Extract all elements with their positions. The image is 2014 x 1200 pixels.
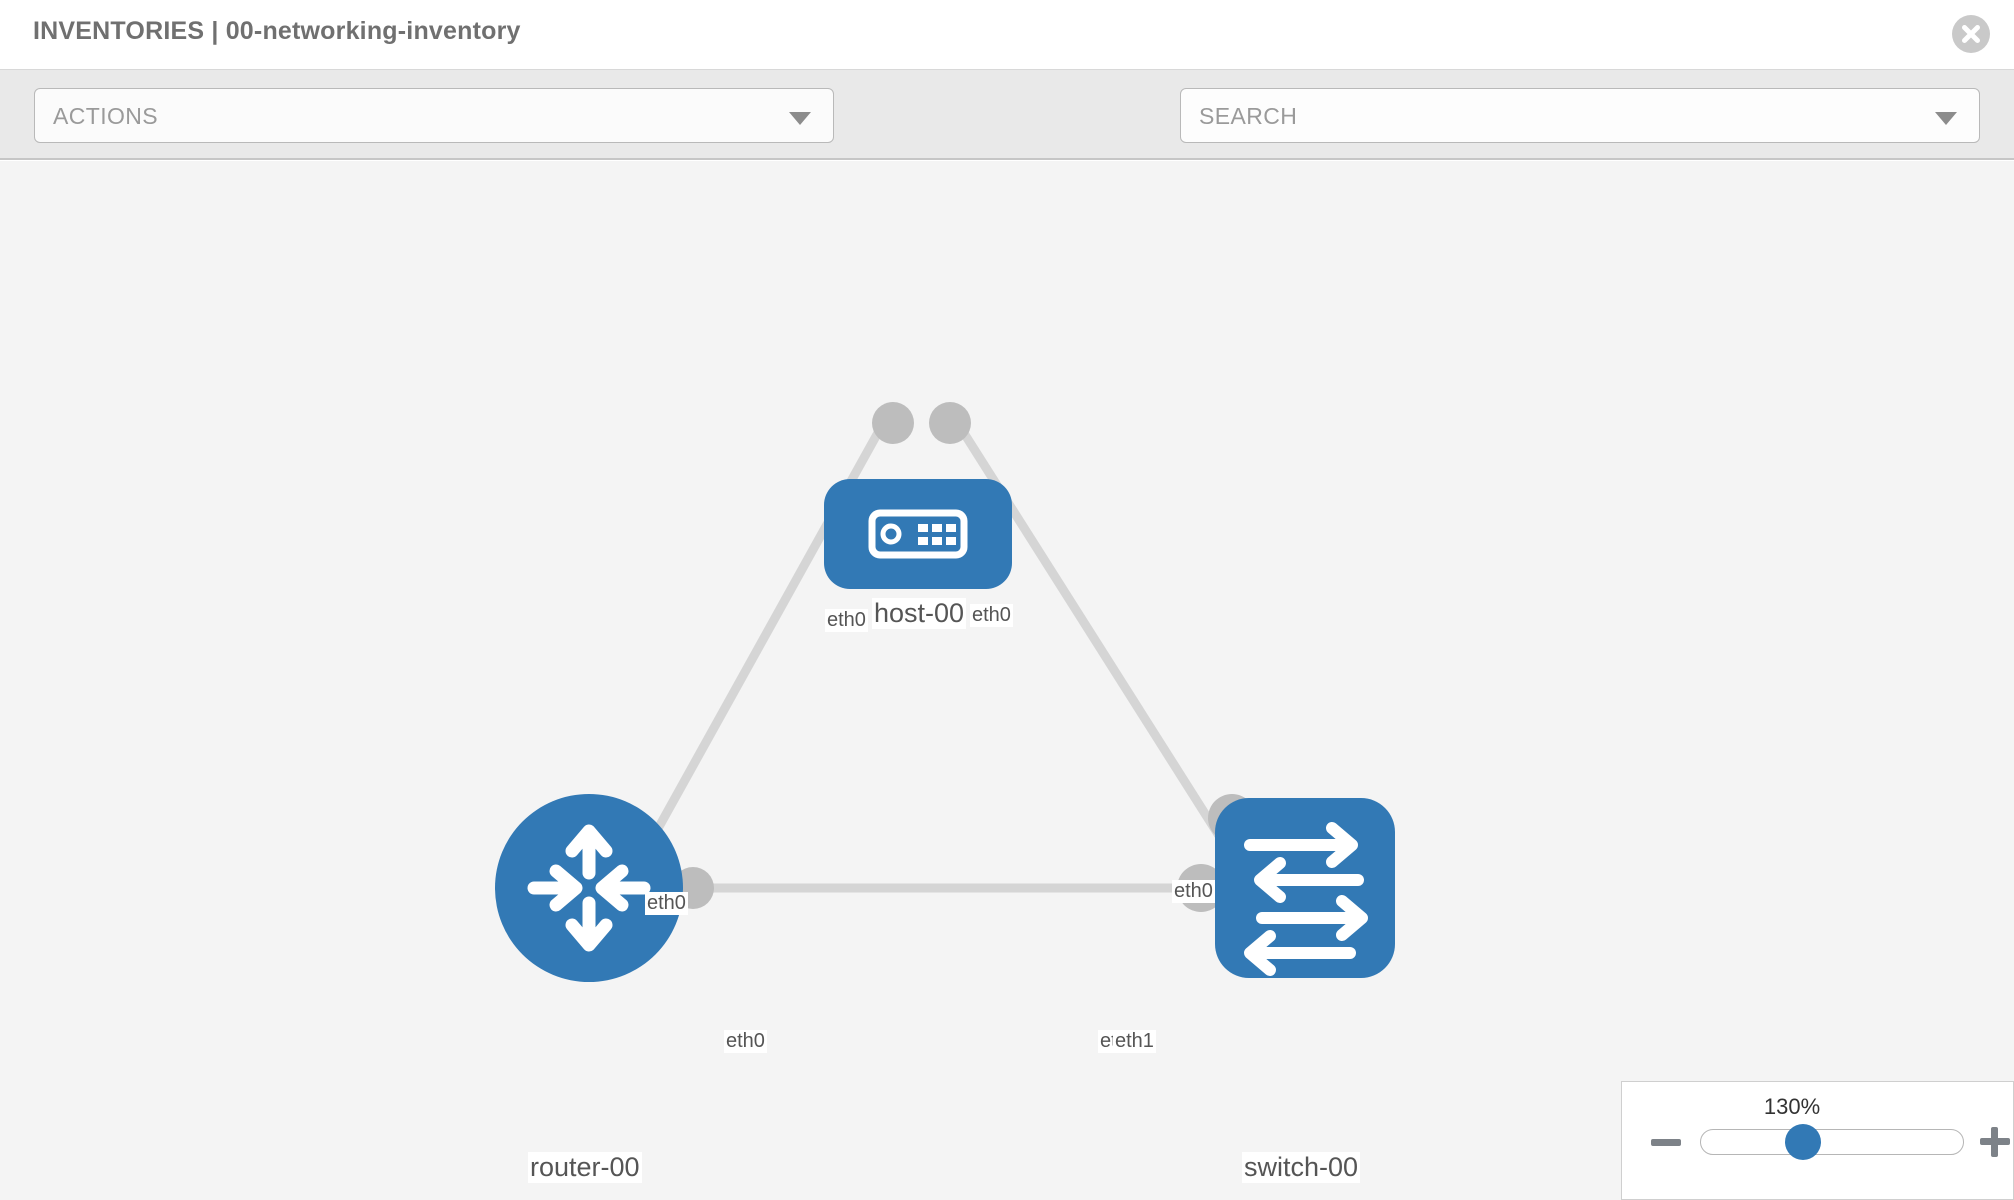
close-icon[interactable] [1952, 15, 1990, 53]
edge-host-switch[interactable] [946, 408, 1239, 864]
edge-label-host-left-port: eth0 [825, 609, 868, 632]
edge-label-switch-up-port: eth0 [1172, 880, 1215, 903]
port-host-right[interactable] [929, 402, 971, 444]
topology-graph [495, 402, 1395, 982]
edge-host-router[interactable] [636, 408, 894, 864]
node-label-host-00: host-00 [872, 598, 967, 629]
zoom-level-label: 130% [1763, 1094, 1821, 1119]
search-input[interactable]: SEARCH [1180, 88, 1980, 143]
port-host-left[interactable] [872, 402, 914, 444]
topology-canvas[interactable]: eth0 host-00 eth0 eth0 eth0 eth0 eth0 et… [0, 161, 2014, 1200]
node-label-switch-00: switch-00 [1242, 1152, 1361, 1183]
toolbar: ACTIONS SEARCH [0, 70, 2014, 197]
edge-label-router-up-port: eth0 [645, 892, 688, 915]
minus-icon[interactable] [1651, 1139, 1681, 1146]
node-host-00[interactable] [824, 479, 1012, 589]
actions-dropdown-label: ACTIONS [53, 103, 159, 129]
node-router-00[interactable] [495, 794, 683, 982]
edge-label-host-right-port: eth0 [970, 604, 1013, 627]
chevron-down-icon [789, 112, 811, 125]
actions-dropdown[interactable]: ACTIONS [34, 88, 834, 143]
node-switch-00[interactable] [1215, 798, 1395, 978]
plus-icon[interactable] [1980, 1127, 2010, 1157]
zoom-control-panel: 130% [1621, 1081, 2014, 1200]
search-placeholder: SEARCH [1199, 103, 1298, 129]
page-header: INVENTORIES | 00-networking-inventory [0, 0, 2014, 70]
zoom-slider-track[interactable] [1700, 1129, 1964, 1155]
node-label-router-00: router-00 [528, 1152, 642, 1183]
page-title: INVENTORIES | 00-networking-inventory [33, 17, 521, 45]
zoom-slider-thumb[interactable] [1785, 1124, 1821, 1160]
chevron-down-icon [1935, 112, 1957, 125]
edge-label-router-right-port: eth0 [724, 1030, 767, 1053]
edge-label-switch-left-port-b: eth1 [1113, 1030, 1156, 1053]
